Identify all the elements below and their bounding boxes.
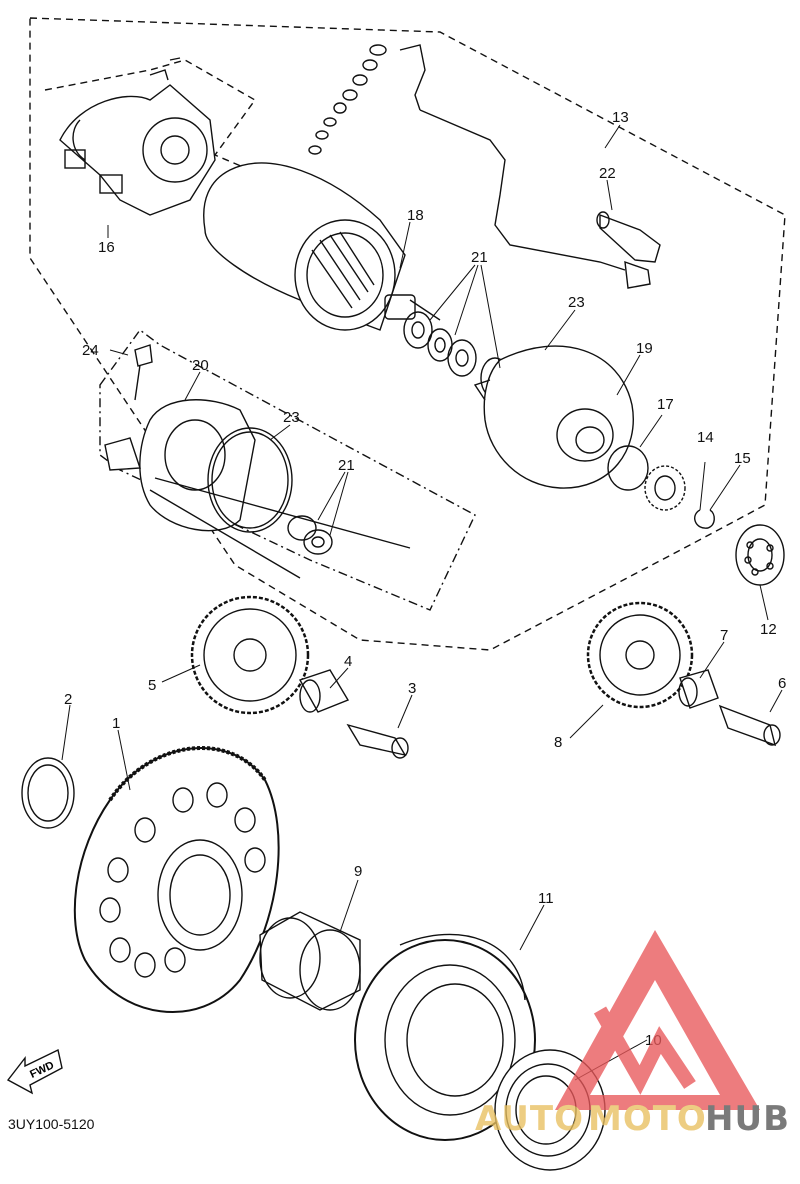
starter-assembly-outline: [29, 17, 786, 651]
callout-23-upper: 23: [568, 294, 585, 311]
watermark-auto: AUTO: [475, 1099, 584, 1139]
callout-21-lower: 21: [338, 457, 355, 474]
callout-15: 15: [734, 450, 751, 467]
needle-bearing-wheel: [259, 911, 361, 1011]
needle-bearing-right: [678, 669, 719, 709]
callout-9: 9: [354, 863, 362, 880]
callout-14: 14: [697, 429, 714, 446]
watermark-triangle-icon: [555, 930, 760, 1110]
through-bolt: [149, 477, 411, 579]
o-ring-frame-inner: [211, 431, 289, 529]
brush-holder-assembly: [59, 57, 216, 216]
callout-21-upper: 21: [471, 249, 488, 266]
large-circlip-inner: [27, 764, 69, 822]
one-way-clutch-housing: [354, 933, 536, 1141]
callout-4: 4: [344, 653, 352, 670]
shaft-right: [718, 704, 781, 747]
yoke-group-outline: [99, 329, 476, 611]
circlip: [694, 509, 715, 529]
callout-5: 5: [148, 677, 156, 694]
watermark-moto: MOTO: [588, 1099, 707, 1139]
callout-12: 12: [760, 621, 777, 638]
callout-3: 3: [408, 680, 416, 697]
o-ring: [607, 445, 649, 491]
lead-wire: [399, 44, 651, 289]
large-circlip: [21, 757, 75, 829]
idler-gear-left: [190, 595, 310, 715]
callout-11: 11: [538, 890, 554, 907]
plug-cap: [596, 211, 661, 263]
callout-7: 7: [720, 627, 728, 644]
callout-8: 8: [554, 734, 562, 751]
fwd-arrow-icon: [6, 1048, 63, 1095]
idler-gear-right: [586, 601, 694, 709]
pinion-gear: [644, 465, 686, 511]
starter-end-cover: [473, 345, 634, 489]
bearing: [735, 524, 785, 586]
callout-16: 16: [98, 239, 115, 256]
needle-bearing-left: [298, 669, 350, 713]
callout-23-lower: 23: [283, 409, 300, 426]
washers-lower: [287, 515, 333, 555]
shaft-left: [346, 723, 409, 759]
shim-stack: [308, 44, 387, 155]
callout-17: 17: [657, 396, 674, 413]
callout-18: 18: [407, 207, 424, 224]
front-cover: [104, 399, 256, 532]
callout-2: 2: [64, 691, 72, 708]
callout-13: 13: [612, 109, 629, 126]
starter-wheel-gear: [73, 746, 280, 1013]
watermark-hub: HUB: [705, 1099, 790, 1139]
mount-bolt: [134, 344, 153, 401]
callout-19: 19: [636, 340, 653, 357]
o-ring-frame: [207, 427, 293, 533]
callout-24: 24: [82, 342, 99, 359]
callout-22: 22: [599, 165, 616, 182]
callout-1: 1: [112, 715, 120, 732]
part-code: 3UY100-5120: [8, 1116, 95, 1132]
callout-20: 20: [192, 357, 209, 374]
starter-armature: [203, 162, 441, 331]
callout-6: 6: [778, 675, 786, 692]
automotohub-watermark: AUTO MOTO HUB: [475, 930, 790, 1139]
